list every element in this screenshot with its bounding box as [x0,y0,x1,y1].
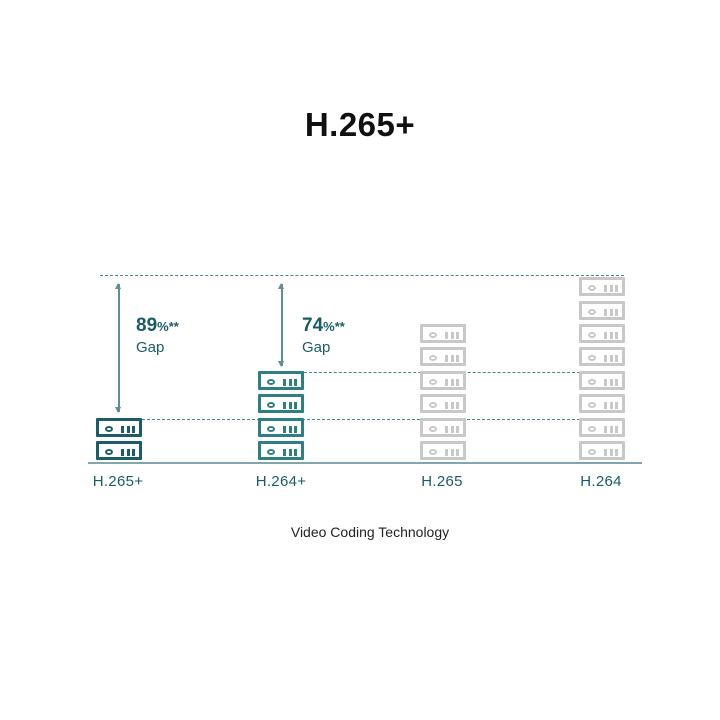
server-icon [420,417,466,437]
gap-arrow-h264plus [278,283,284,367]
category-label-h264plus: H.264+ [255,473,307,490]
gap-arrow-h265plus [115,283,121,413]
server-icon [420,347,466,367]
server-icon [258,441,304,460]
reference-line-h265plus [142,419,580,420]
server-icon [258,370,304,390]
server-icon [420,370,466,390]
server-icon [96,441,142,460]
server-icon [579,370,625,390]
x-axis-baseline [88,462,642,464]
gap-percent-h265plus: 89%** [136,315,179,336]
server-icon [579,277,625,297]
reference-line-h264 [100,275,624,276]
server-icon [579,394,625,414]
category-label-h265plus: H.265+ [92,473,144,490]
server-icon [420,324,466,343]
gap-label-h264plus: Gap [302,339,331,356]
server-icon [579,417,625,437]
server-icon [579,324,625,343]
server-icon [420,394,466,414]
server-icon [579,441,625,460]
category-label-h264: H.264 [580,473,622,490]
server-icon [579,347,625,367]
chart-title: H.265+ [304,106,416,143]
server-icon [420,441,466,460]
gap-label-h265plus: Gap [136,339,165,356]
gap-percent-h264plus: 74%** [302,315,345,336]
server-icon [579,300,625,320]
x-axis-label: Video Coding Technology [290,524,450,540]
server-icon [258,394,304,414]
server-icon [96,417,142,437]
server-icon [258,417,304,437]
category-label-h265: H.265 [421,473,463,490]
